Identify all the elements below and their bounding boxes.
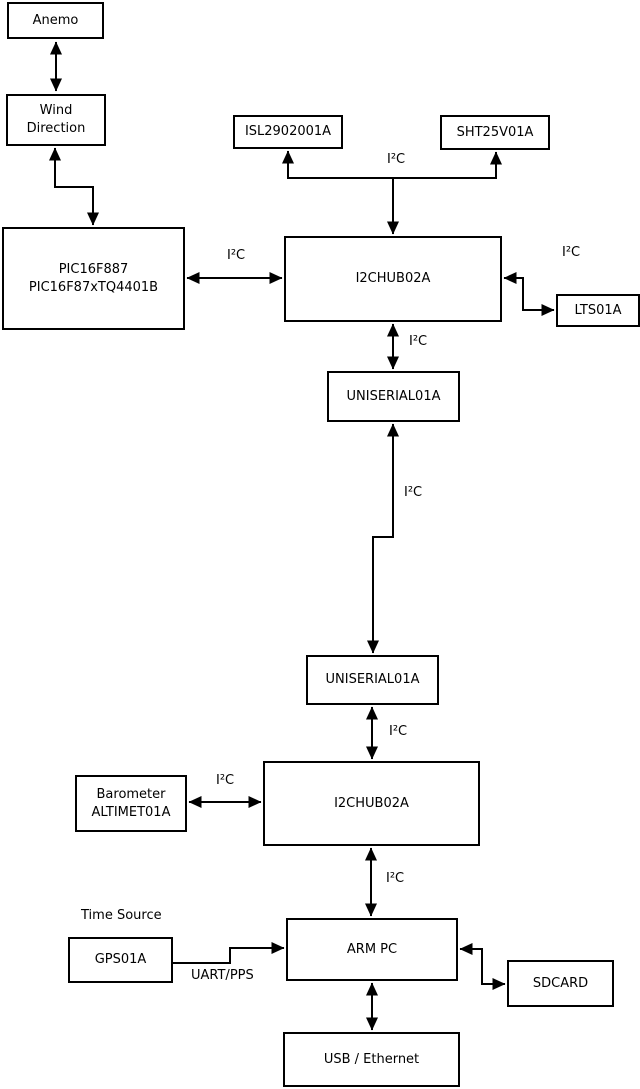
node-isl2902001a: ISL2902001A: [233, 115, 343, 149]
node-pic16f887: PIC16F887 PIC16F87xTQ4401B: [2, 227, 185, 330]
node-isl2902001a-label: ISL2902001A: [244, 124, 332, 139]
node-barometer-altimet01a-label: Barometer ALTIMET01A: [91, 786, 171, 820]
edge-label-i2c-hub2-armpc: I²C: [386, 871, 405, 886]
node-i2chub02a-bottom-label: I2CHUB02A: [334, 795, 409, 811]
node-wind-direction-label: Wind Direction: [26, 103, 86, 136]
node-sht25v01a-label: SHT25V01A: [456, 124, 534, 140]
node-sdcard: SDCARD: [507, 960, 614, 1007]
node-sdcard-label: SDCARD: [532, 975, 589, 991]
edge-label-i2c-branch-top: I²C: [387, 152, 406, 167]
node-gps01a: GPS01A: [68, 937, 173, 983]
node-usb-ethernet-label: USB / Ethernet: [323, 1051, 420, 1067]
node-sht25v01a: SHT25V01A: [440, 115, 550, 150]
node-i2chub02a-top-label: I2CHUB02A: [355, 271, 431, 286]
node-arm-pc-label: ARM PC: [346, 941, 398, 957]
node-uniserial01a-top: UNISERIAL01A: [327, 371, 460, 422]
node-lts01a: LTS01A: [556, 294, 640, 327]
node-uniserial01a-top-label: UNISERIAL01A: [346, 388, 441, 404]
node-usb-ethernet: USB / Ethernet: [283, 1032, 460, 1087]
node-i2chub02a-bottom: I2CHUB02A: [263, 761, 480, 846]
node-anemo: Anemo: [7, 2, 104, 39]
node-pic16f887-label: PIC16F887 PIC16F87xTQ4401B: [28, 261, 159, 295]
label-time-source: Time Source: [81, 908, 162, 923]
edge-label-i2c-hub1-lts: I²C: [562, 245, 581, 260]
node-uniserial01a-bottom: UNISERIAL01A: [306, 655, 439, 705]
node-anemo-label: Anemo: [32, 12, 79, 28]
edge-label-uart-pps: UART/PPS: [191, 968, 254, 983]
edge-label-i2c-hub1-uniserial1: I²C: [409, 334, 428, 349]
edge-label-i2c-barometer-hub2: I²C: [216, 773, 235, 788]
edge-label-i2c-uniserial2-hub2: I²C: [389, 724, 408, 739]
node-wind-direction: Wind Direction: [6, 94, 106, 146]
node-barometer-altimet01a: Barometer ALTIMET01A: [75, 775, 187, 832]
connector-wind-pic: [49, 147, 99, 226]
connector-gps-armpc: [173, 942, 285, 964]
node-uniserial01a-bottom-label: UNISERIAL01A: [325, 672, 420, 687]
node-arm-pc: ARM PC: [286, 918, 458, 981]
edge-label-i2c-long-link: I²C: [404, 485, 423, 500]
node-gps01a-label: GPS01A: [94, 952, 147, 967]
node-lts01a-label: LTS01A: [574, 302, 622, 318]
connector-hub1-lts: [503, 272, 555, 316]
connector-uniserial1-uniserial2: [367, 423, 399, 654]
connector-armpc-sdcard: [459, 943, 506, 990]
node-i2chub02a-top: I2CHUB02A: [284, 236, 502, 322]
edge-label-i2c-pic-hub1: I²C: [227, 248, 246, 263]
